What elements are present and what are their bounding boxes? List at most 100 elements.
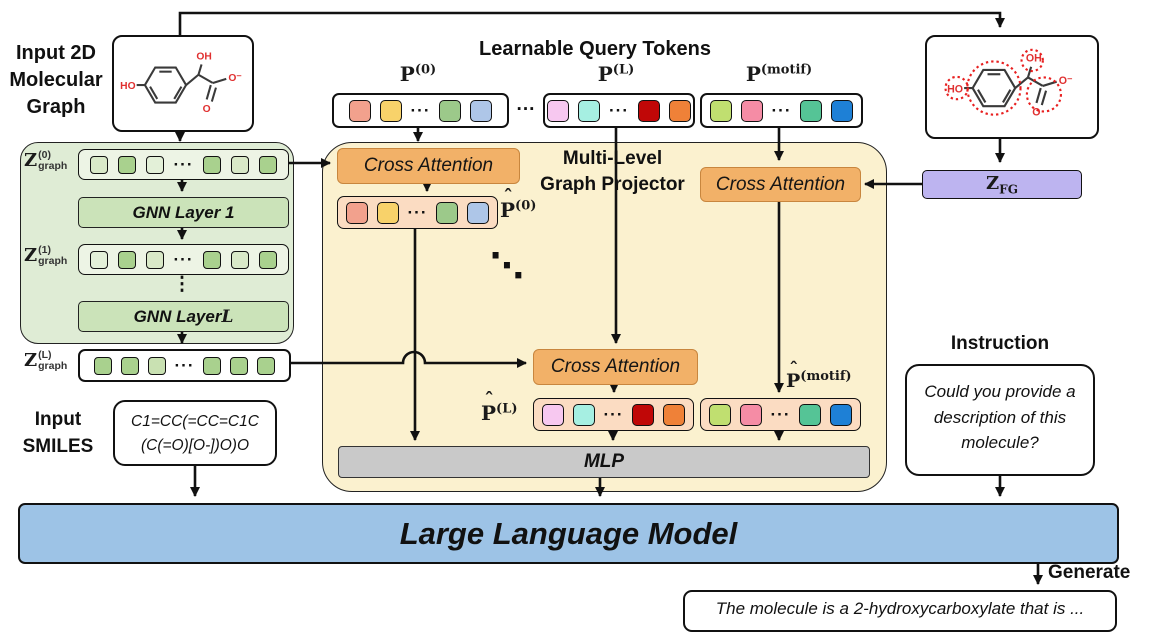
token [663,403,686,426]
token [800,99,823,122]
hat: ˆ [484,389,494,412]
hat: ˆ [503,186,513,209]
token-row-pmotif-hat: ··· [700,398,861,431]
token [830,403,853,426]
token [578,99,600,122]
instruction-box: Could you provide a description of this … [905,364,1095,476]
atom-label: O⁻ [1059,75,1073,87]
smiles-line: C1=CC(=CC=C1C [131,413,259,430]
atom-label: O⁻ [228,73,241,84]
token [259,155,278,174]
token-row-z0: ··· [78,149,289,180]
p-base: P [481,401,497,425]
cross-attention-1: Cross Attention [337,148,520,184]
query-tokens-title: Learnable Query Tokens [479,38,711,60]
instruction-title: Instruction [950,333,1050,354]
token [230,356,249,375]
token [547,99,569,122]
cross-attention-label: Cross Attention [550,356,681,377]
token-row-zL: ··· [78,349,291,382]
token [799,403,822,426]
molecule-fg-icon: HO OH O O⁻ [944,48,1073,119]
token [345,201,368,224]
p-sup: (motif) [800,369,852,384]
token-row-pmotif: ··· [700,93,863,128]
token [739,403,762,426]
token [147,356,166,375]
token [145,250,164,269]
fg-circle [944,75,969,101]
token [708,403,731,426]
gnn-layer-var: L [221,306,234,327]
input-graph-title: Input 2D Molecular Graph [0,40,112,121]
title-line: Input [34,409,82,430]
title-line: SMILES [22,435,94,457]
p-sup: (L) [496,401,518,417]
between-groups-dots: ··· [516,99,536,120]
token [831,99,854,122]
token [117,155,136,174]
token-row-pL: ··· [543,93,695,128]
instruction-line: description of this [933,407,1067,427]
title-line: Graph Projector [540,173,685,195]
title-line: Molecular [9,69,103,91]
ellipsis-dots: ··· [410,101,431,120]
atom-label: HO [947,83,963,95]
title-line: Input 2D [16,42,96,64]
ellipsis-dots: ··· [173,155,194,174]
atom-label: O [1032,107,1040,119]
token [203,356,222,375]
z-base: Z [24,350,38,372]
arrow [178,11,1005,35]
p-sup: (L) [612,62,635,78]
smiles-title: Input SMILES [8,407,108,460]
token-row-pL-hat: ··· [533,398,694,431]
atom-label: OH [196,51,211,62]
diagonal-ellipsis: ⋱ [490,246,524,286]
token [632,403,655,426]
ellipsis-dots: ··· [609,101,629,120]
token [709,99,732,122]
zfg-sub: FG [999,182,1018,197]
z-sub: graph [38,159,68,172]
z-sup: (1) [38,244,51,256]
zfg-base: Z [986,172,1000,194]
atom-label: OH [1026,52,1042,64]
title-line: Multi-Level [562,148,663,169]
token [348,99,371,122]
token [572,403,595,426]
token [117,250,136,269]
token [740,99,763,122]
p-base: P [500,198,516,222]
generate-label: Generate [1048,562,1131,583]
fg-circle [966,60,1022,116]
p-base: P [597,62,613,86]
token [541,403,564,426]
token [637,99,660,122]
token [231,250,250,269]
ellipsis-dots: ··· [174,356,195,375]
gnn-layer-1: GNN Layer 1 [78,197,289,228]
smiles-line: (C(=O)[O-])O)O [140,437,250,455]
z-sup: (L) [38,349,52,361]
llm-bar: Large Language Model [18,503,1119,564]
z-fg-box: ZFG [922,170,1082,199]
token [89,155,108,174]
token [120,356,139,375]
token [257,356,276,375]
molecule-fg-box: HO OH O O⁻ [925,35,1099,139]
mlp-bar: MLP [338,446,870,478]
title-line: Graph [26,96,86,118]
z0-label: Z (0)graph [24,150,67,171]
z-sub: graph [38,359,68,372]
fg-circle [1020,48,1044,73]
z-sub: graph [38,254,68,267]
token [145,155,164,174]
ellipsis-dots: ··· [173,250,194,269]
gnn-layer-L: GNN Layer L [78,301,289,332]
token [436,201,459,224]
instruction-line: Could you provide a [924,382,1076,401]
token [203,155,222,174]
